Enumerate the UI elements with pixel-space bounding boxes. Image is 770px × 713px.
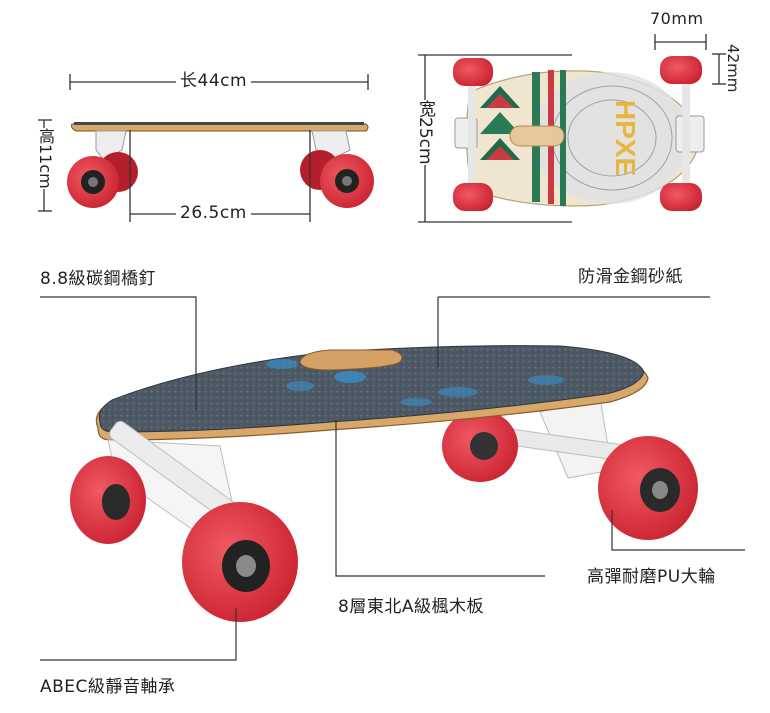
top-wheel-tl [453,58,493,86]
main-board-view [70,345,698,622]
truck-width-label: 70mm [646,9,708,29]
deck-callout: 8層東北A級楓木板 [338,597,484,617]
side-grip [74,122,364,125]
main-deck-grip [98,345,645,433]
callout-lines [40,296,745,661]
height-label: 高11cm [35,128,55,189]
top-wheel-tr [660,56,702,84]
bolts-callout: 8.8級碳鋼橋釘 [40,269,157,289]
deck-brand: HPXE [610,100,641,176]
wheel-height-label: 42mm [724,44,742,93]
top-wheel-bl [453,183,493,211]
length-label: 长44cm [176,71,252,91]
griptape-callout: 防滑金鋼砂紙 [578,267,683,287]
wheels-callout: 高彈耐磨PU大輪 [587,567,716,587]
bearings-callout: ABEC級靜音軸承 [40,677,176,697]
width-label: 宽25cm [415,100,435,165]
side-view-board [38,74,374,222]
side-deck [71,123,369,132]
top-wheel-br [660,183,702,211]
top-view-board: HPXE [418,34,726,223]
wheelbase-label: 26.5cm [176,203,251,223]
